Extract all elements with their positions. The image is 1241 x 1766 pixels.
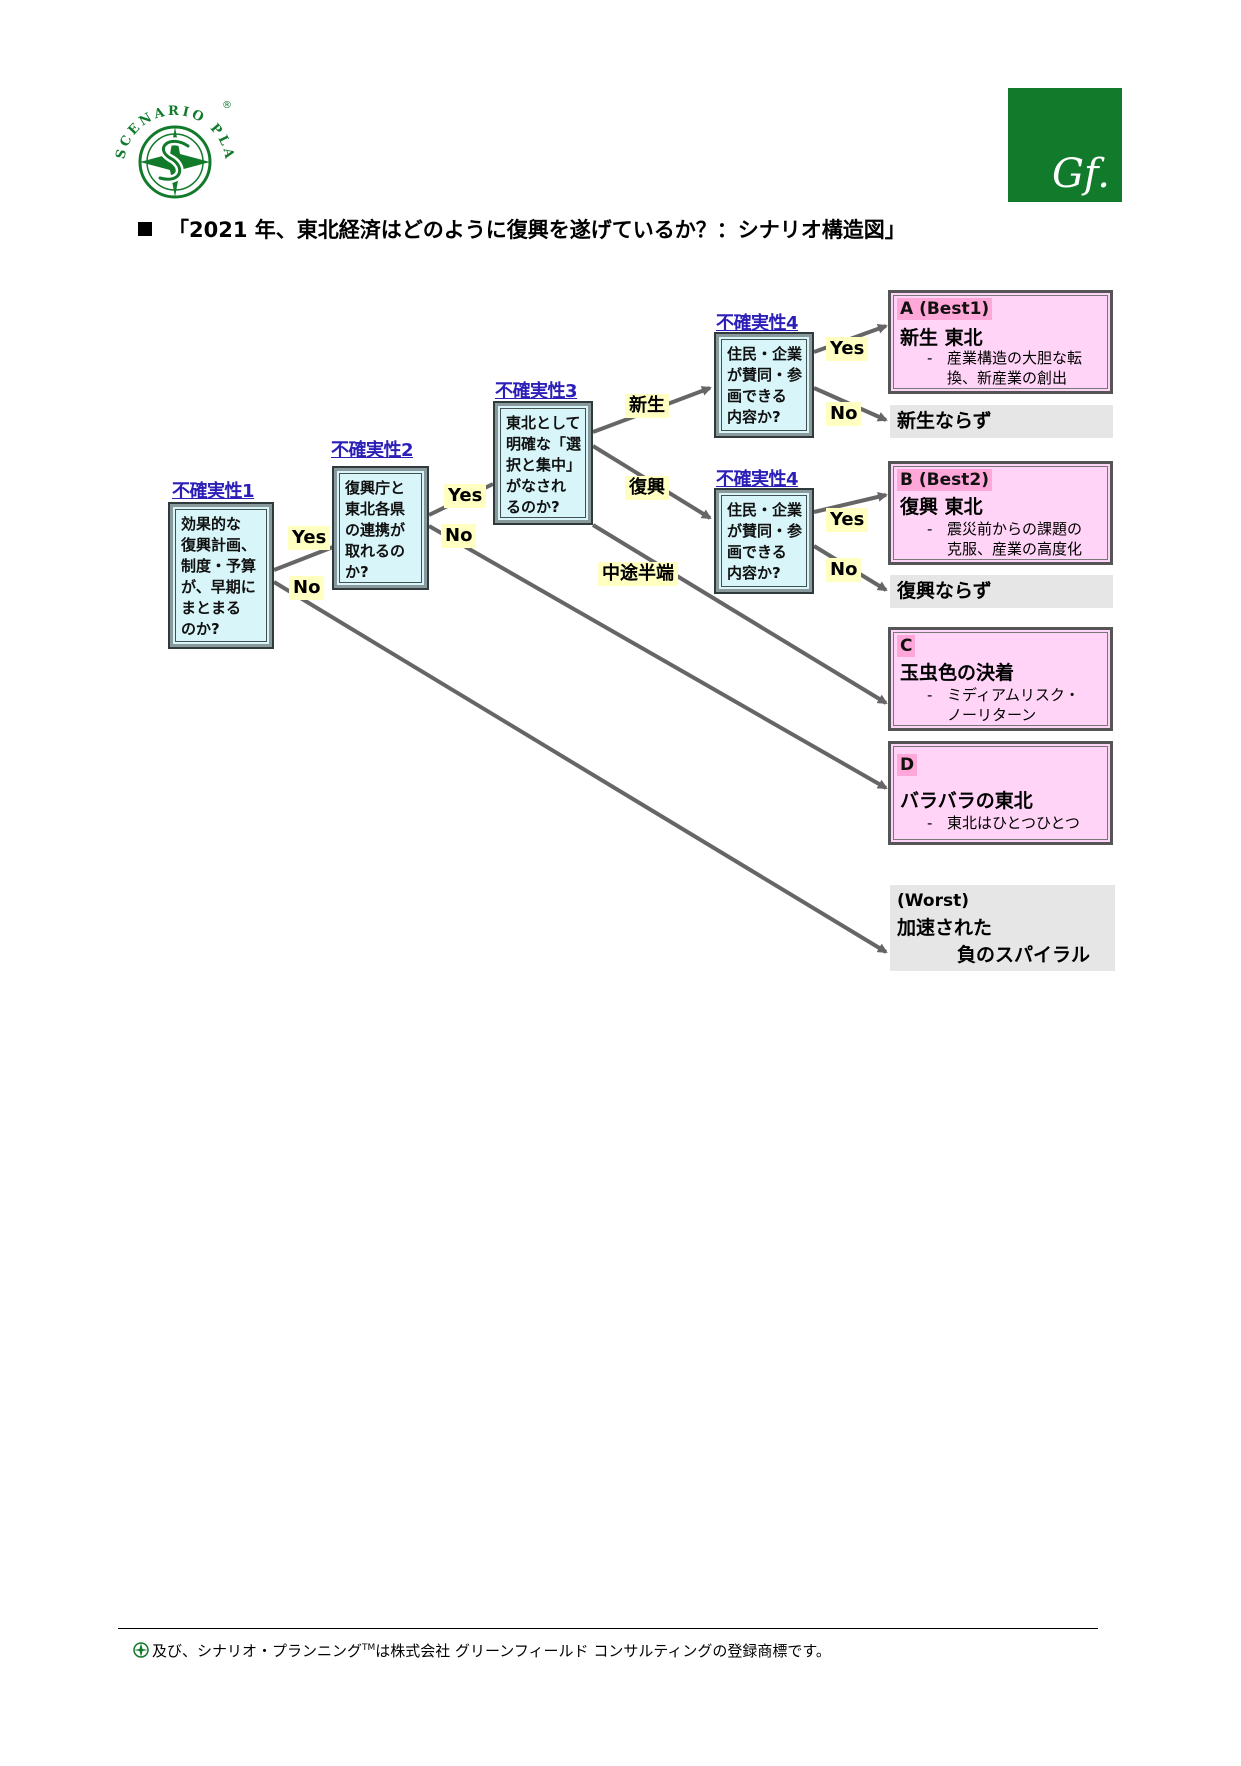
uncertainty-3-label: 不確実性3	[495, 381, 578, 402]
scenario-b-box: B (Best2) 復興 東北 - 震災前からの課題の 克服、産業の高度化	[888, 461, 1113, 565]
worst-outcome-box: (Worst) 加速された 負のスパイラル	[890, 885, 1115, 971]
uncertainty-2-label: 不確実性2	[331, 440, 414, 461]
footer-tm: TM	[362, 1643, 376, 1653]
branch-label-chuto: 中途半端	[598, 562, 678, 586]
branch-label-q1-no: No	[289, 576, 325, 600]
question-box-1: 効果的な 復興計画、 制度・予算 が、早期に まとまる のか?	[168, 502, 274, 649]
worst-tag: (Worst)	[897, 891, 969, 911]
scenario-d-tag: D	[897, 754, 918, 776]
footer-prefix: 及び、シナリオ・プランニング	[152, 1642, 363, 1660]
scenario-c-box: C 玉虫色の決着 - ミディアムリスク・ ノーリターン	[888, 627, 1113, 731]
uncertainty-4b-label: 不確実性4	[716, 469, 799, 490]
question-box-3: 東北として 明確な「選 択と集中」 がなされ るのか?	[493, 401, 593, 525]
greenfield-logo: Gf.	[1008, 88, 1122, 202]
scenario-planning-logo: SCENARIO PLANNING ®	[110, 96, 234, 199]
scenario-d-desc: 東北はひとつひとつ	[947, 814, 1080, 832]
scenario-c-name: 玉虫色の決着	[900, 662, 1015, 684]
scenario-a-box: A (Best1) 新生 東北 - 産業構造の大胆な転 換、新産業の創出	[888, 290, 1113, 394]
scenario-c-dash: -	[927, 686, 933, 704]
uncertainty-4a-label: 不確実性4	[716, 313, 799, 334]
page-title: 「2021 年、東北経済はどのように復興を遂げているか？：シナリオ構造図」	[138, 214, 906, 244]
question-box-2: 復興庁と 東北各県 の連携が 取れるの か?	[332, 466, 429, 590]
worst-line2: 負のスパイラル	[957, 944, 1091, 966]
outcome-fukko-narazu: 復興ならず	[890, 575, 1113, 608]
connector-q1-yes	[273, 545, 334, 572]
footer-rule	[118, 1628, 1098, 1629]
scenario-d-box: D バラバラの東北 - 東北はひとつひとつ	[888, 741, 1113, 845]
scenario-a-desc: 産業構造の大胆な転 換、新産業の創出	[947, 349, 1083, 387]
uncertainty-1-label: 不確実性1	[172, 481, 255, 502]
scenario-d-name: バラバラの東北	[900, 790, 1033, 812]
scenario-a-dash: -	[927, 349, 933, 367]
scenario-c-desc: ミディアムリスク・ ノーリターン	[947, 686, 1080, 724]
footer-suffix: は株式会社 グリーンフィールド コンサルティングの登録商標です。	[375, 1642, 831, 1660]
branch-label-q4a-yes: Yes	[826, 337, 869, 361]
question-box-4a: 住民・企業 が賛同・参 画できる 内容か?	[714, 332, 814, 438]
worst-line1: 加速された	[897, 917, 993, 939]
svg-text:®: ®	[222, 100, 232, 111]
scenario-b-name: 復興 東北	[900, 496, 983, 518]
connector-q2-no	[428, 524, 888, 790]
scenario-a-name: 新生 東北	[900, 327, 983, 349]
page-title-text: 「2021 年、東北経済はどのように復興を遂げているか？：シナリオ構造図」	[168, 218, 906, 242]
branch-label-fukko: 復興	[625, 476, 669, 500]
branch-label-q2-no: No	[441, 524, 477, 548]
square-bullet-icon	[138, 222, 152, 236]
scenario-b-desc: 震災前からの課題の 克服、産業の高度化	[947, 520, 1083, 558]
footer-note: 及び、シナリオ・プランニングTMは株式会社 グリーンフィールド コンサルティング…	[132, 1640, 831, 1661]
branch-label-q1-yes: Yes	[288, 526, 331, 550]
branch-label-q2-yes: Yes	[444, 484, 487, 508]
scenario-b-dash: -	[927, 520, 933, 538]
scenario-planning-mini-logo-icon	[133, 1642, 149, 1658]
connector-q3-chuto	[591, 523, 888, 705]
scenario-a-tag: A (Best1)	[897, 298, 993, 320]
branch-label-q4b-yes: Yes	[826, 508, 869, 532]
connector-q1-no	[272, 580, 888, 954]
question-box-4b: 住民・企業 が賛同・参 画できる 内容か?	[714, 488, 814, 594]
outcome-shinsei-narazu: 新生ならず	[890, 405, 1113, 438]
branch-label-q4a-no: No	[826, 402, 862, 426]
scenario-d-dash: -	[927, 814, 933, 832]
scenario-b-tag: B (Best2)	[897, 469, 992, 491]
logo-text: Gf.	[1051, 151, 1110, 197]
branch-label-q4b-no: No	[826, 558, 862, 582]
branch-label-shinsei: 新生	[625, 394, 669, 418]
scenario-c-tag: C	[897, 635, 916, 657]
